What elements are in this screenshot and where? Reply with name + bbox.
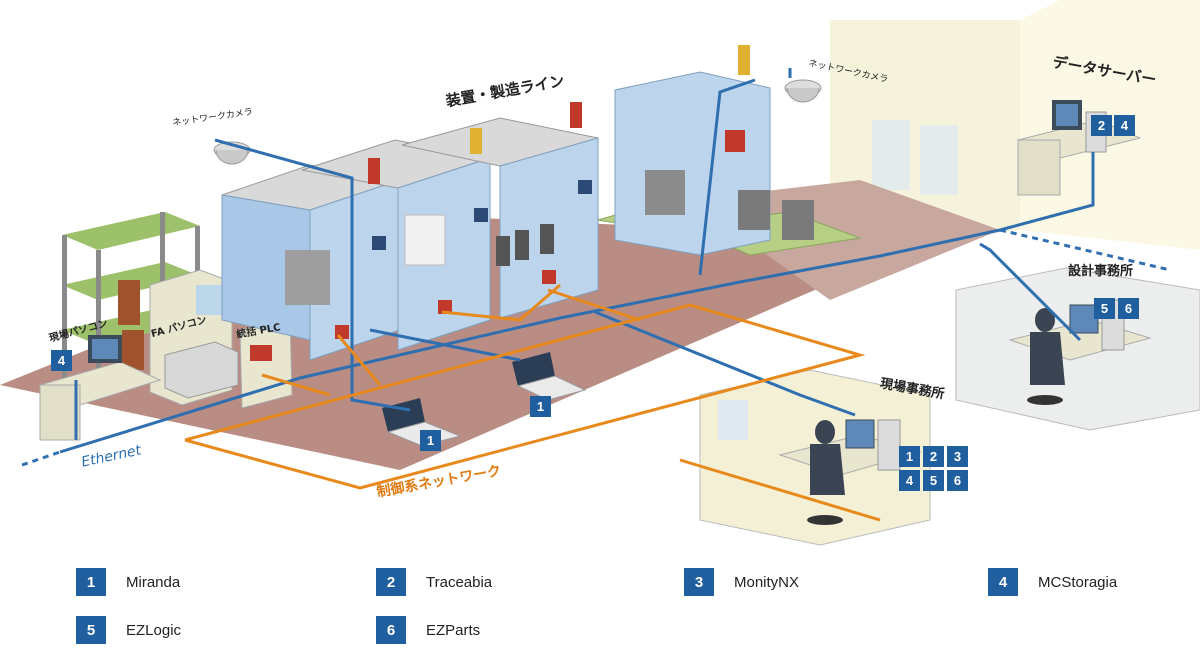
badge-design-a: 5 bbox=[1094, 298, 1115, 319]
badge-office-3: 3 bbox=[947, 446, 968, 467]
factory-network-illustration bbox=[0, 0, 1200, 546]
legend-name: EZParts bbox=[426, 621, 481, 639]
legend-number: 1 bbox=[76, 568, 106, 596]
legend-item-2: 2 Traceabia bbox=[376, 568, 492, 596]
legend-name: MonityNX bbox=[734, 573, 800, 591]
legend-item-6: 6 EZParts bbox=[376, 616, 480, 644]
conveyor-line bbox=[597, 71, 862, 256]
legend-number: 4 bbox=[988, 568, 1018, 596]
legend-number: 5 bbox=[76, 616, 106, 644]
control-network-lines bbox=[184, 283, 881, 522]
badge-office-5: 5 bbox=[923, 470, 944, 491]
window bbox=[872, 120, 910, 190]
legend-number: 2 bbox=[376, 568, 406, 596]
legend-item-5: 5 EZLogic bbox=[76, 616, 181, 644]
badge-site-pc: 4 bbox=[51, 350, 72, 371]
shelving-unit bbox=[62, 212, 200, 400]
legend-number: 3 bbox=[684, 568, 714, 596]
badge-design-b: 6 bbox=[1118, 298, 1139, 319]
badge-office-4: 4 bbox=[899, 470, 920, 491]
ethernet-lines bbox=[21, 68, 1171, 467]
factory-floor bbox=[0, 215, 930, 470]
legend-name: EZLogic bbox=[126, 621, 182, 639]
badge-office-6: 6 bbox=[947, 470, 968, 491]
legend-name: MCStoragia bbox=[1038, 573, 1118, 591]
badge-office-2: 2 bbox=[923, 446, 944, 467]
network-camera-right bbox=[784, 79, 822, 103]
badge-laptop-right: 1 bbox=[530, 396, 551, 417]
design-office-room bbox=[955, 267, 1200, 431]
badge-server-a: 2 bbox=[1091, 115, 1112, 136]
legend-item-3: 3 MonityNX bbox=[684, 568, 799, 596]
window bbox=[920, 125, 958, 195]
legend-number: 6 bbox=[376, 616, 406, 644]
badge-server-b: 4 bbox=[1114, 115, 1135, 136]
fa-pc-cabinet bbox=[149, 269, 239, 406]
badge-office-1: 1 bbox=[899, 446, 920, 467]
badge-laptop-left: 1 bbox=[420, 430, 441, 451]
site-pc-desk bbox=[38, 335, 162, 441]
legend-name: Miranda bbox=[126, 573, 181, 591]
laptop-right bbox=[512, 352, 587, 401]
legend-name: Traceabia bbox=[426, 573, 493, 591]
legend-item-4: 4 MCStoragia bbox=[988, 568, 1117, 596]
product-legend: 1 Miranda 2 Traceabia 3 MonityNX 4 MCSto… bbox=[76, 568, 1166, 648]
legend-item-1: 1 Miranda bbox=[76, 568, 180, 596]
site-office-room bbox=[699, 369, 931, 546]
design-office-label: 設計事務所 bbox=[1068, 264, 1134, 279]
